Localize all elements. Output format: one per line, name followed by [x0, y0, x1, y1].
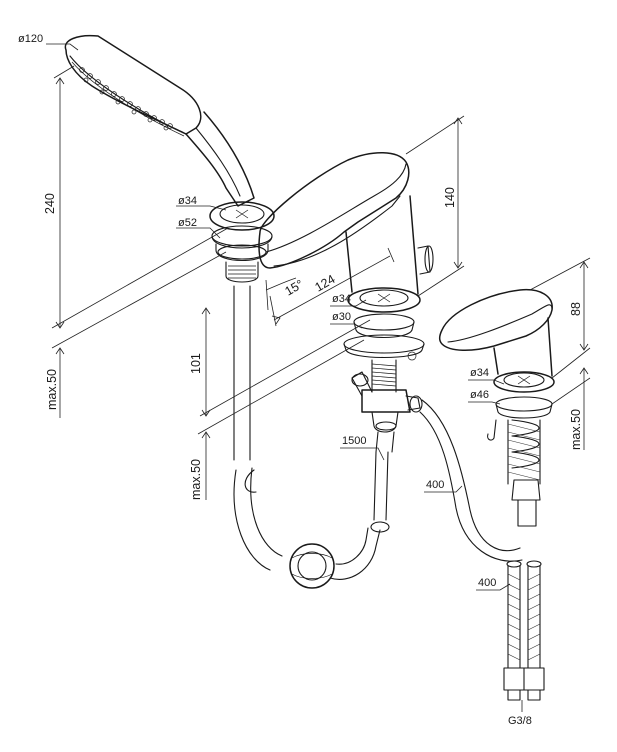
hose-connection: [419, 399, 523, 562]
label-angle: 15°: [283, 277, 306, 299]
label-1500: 1500: [342, 435, 366, 447]
hose-weight: [244, 451, 390, 589]
label-dia34-a: ø34: [178, 195, 197, 207]
label-88: 88: [569, 302, 583, 316]
label-400-a: 400: [426, 479, 444, 491]
supply-hoses: [503, 560, 545, 701]
label-124: 124: [313, 272, 338, 295]
label-max50-right: max.50: [569, 409, 583, 450]
label-dia30: ø30: [332, 311, 351, 323]
spout-body: [258, 152, 434, 453]
label-240: 240: [43, 193, 57, 214]
label-dia52: ø52: [178, 217, 197, 229]
label-400-b: 400: [478, 577, 496, 589]
label-max50-mid: max.50: [189, 459, 203, 500]
label-thread: G3/8: [508, 715, 532, 727]
label-dia34-c: ø34: [470, 367, 489, 379]
hand-shower: [64, 34, 283, 571]
dimension-labels: ø120 240 max.50 ø34 ø52 15° 124 140 ø34 …: [18, 33, 583, 727]
label-140: 140: [443, 187, 457, 208]
label-dia46: ø46: [470, 389, 489, 401]
label-head-dia: ø120: [18, 33, 43, 45]
label-101: 101: [189, 353, 203, 374]
dimension-lines: [46, 43, 591, 712]
label-dia34-b: ø34: [332, 293, 351, 305]
label-max50-left: max.50: [45, 369, 59, 410]
mixer-body: [438, 288, 555, 527]
